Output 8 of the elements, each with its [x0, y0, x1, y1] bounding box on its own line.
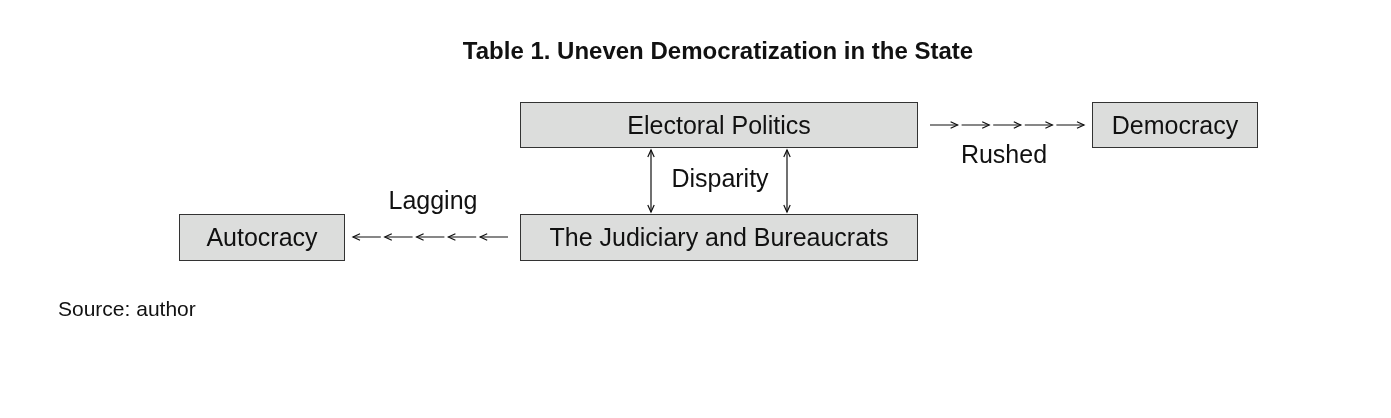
category-box: Electoral Politics	[520, 102, 918, 148]
double-arrow	[647, 149, 655, 213]
title: Table 1. Uneven Democratization in the State	[462, 37, 974, 65]
double-arrow	[783, 149, 791, 213]
category-box: Democracy	[1092, 102, 1258, 148]
category-box: The Judiciary and Bureaucrats	[520, 214, 918, 261]
category-box: Autocracy	[179, 214, 345, 261]
source-note: Source: author	[58, 297, 196, 321]
